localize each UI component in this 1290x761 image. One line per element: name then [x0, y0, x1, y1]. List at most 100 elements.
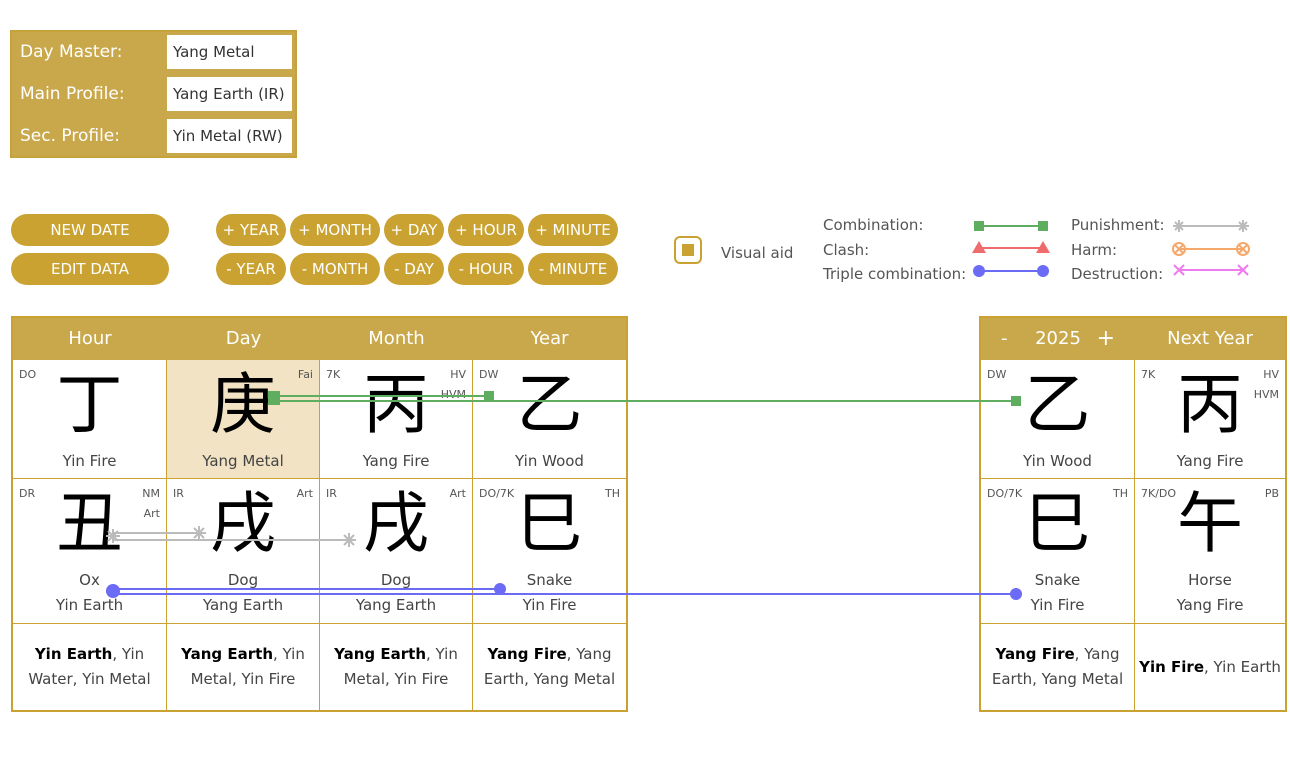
header-year: Year [473, 318, 626, 360]
hidden-stems-text: Yang Earth, Yin Metal, Yin Fire [171, 624, 315, 710]
stem-tag-right-2: HVM [1253, 388, 1279, 401]
branch-tag-right: Art [296, 487, 313, 500]
hidden-stems-year: Yang Fire, Yang Earth, Yang Metal [473, 624, 626, 710]
branch-glyph: 丑 [56, 485, 123, 562]
visual-aid-checkbox[interactable] [674, 236, 702, 264]
branch-animal: Ox [79, 571, 100, 589]
legend-punishment-marker [1173, 220, 1249, 232]
minus-month-button[interactable]: - MONTH [290, 253, 380, 285]
legend-clash-marker [972, 241, 1050, 253]
branch-tag-left: DR [19, 487, 36, 500]
hidden-rest: , Yin Metal, Yin Fire [343, 645, 458, 688]
new-date-button[interactable]: NEW DATE [11, 214, 169, 246]
profile-row-main-profile: Main Profile: Yang Earth (IR) [12, 74, 295, 114]
stem-element: Yin Wood [515, 452, 584, 470]
branch-animal: Snake [1034, 571, 1081, 589]
legend-punishment-label: Punishment: [1071, 216, 1165, 234]
plus-minute-button[interactable]: + MINUTE [528, 214, 618, 246]
annual-pillars-table: - 2025 + Next Year DW 乙 Yin Wood 7K HV H… [979, 316, 1287, 712]
legend-clash-label: Clash: [823, 241, 870, 259]
branch-element: Yin Fire [522, 596, 577, 614]
plus-month-button[interactable]: + MONTH [290, 214, 380, 246]
stem-glyph: 乙 [516, 366, 583, 443]
stem-cell-year[interactable]: DW 乙 Yin Wood [473, 360, 626, 479]
branch-animal: Dog [380, 571, 412, 589]
hidden-main: Yin Earth [34, 645, 113, 663]
legend-combination-marker [974, 221, 1048, 231]
luck-branch-cell-next[interactable]: 7K/DO PB 午 Horse Yang Fire [1135, 479, 1285, 624]
profile-label: Sec. Profile: [20, 126, 120, 146]
stem-cell-day[interactable]: Fai 庚 Yang Metal [167, 360, 320, 479]
stem-cell-month[interactable]: 7K HV HVM 丙 Yang Fire [320, 360, 473, 479]
branch-glyph: 午 [1177, 485, 1243, 562]
legend-triple-label: Triple combination: [823, 265, 967, 283]
edit-data-button[interactable]: EDIT DATA [11, 253, 169, 285]
stem-element: Yang Fire [1176, 452, 1244, 470]
stem-glyph: 丁 [56, 366, 123, 443]
stem-tag-right: Fai [297, 368, 313, 381]
stem-element: Yin Wood [1023, 452, 1092, 470]
branch-element: Yin Earth [55, 596, 124, 614]
triple-combination-lines [106, 583, 1022, 600]
hidden-rest: , Yin Earth [1204, 657, 1281, 676]
minus-minute-button[interactable]: - MINUTE [528, 253, 618, 285]
plus-day-button[interactable]: + DAY [384, 214, 444, 246]
branch-element: Yang Earth [202, 596, 284, 614]
branch-element: Yin Fire [1030, 596, 1085, 614]
stem-element: Yang Fire [362, 452, 430, 470]
branch-glyph: 戌 [363, 485, 429, 562]
stem-tag-right: HV [450, 368, 466, 381]
branch-tag-left: IR [326, 487, 337, 500]
branch-tag-right: Art [449, 487, 466, 500]
profile-row-sec-profile: Sec. Profile: Yin Metal (RW) [12, 116, 295, 156]
stem-tag-left: DW [479, 368, 499, 381]
checkbox-check-icon [682, 244, 694, 256]
stem-glyph: 庚 [210, 366, 276, 443]
minus-year-button[interactable]: - YEAR [216, 253, 286, 285]
legend-triple-marker [973, 265, 1049, 277]
hidden-rest: , Yin Water, Yin Metal [28, 645, 151, 688]
stem-glyph: 丙 [1177, 366, 1243, 443]
header-hour: Hour [13, 318, 167, 360]
legend-harm-marker [1172, 242, 1250, 256]
minus-day-button[interactable]: - DAY [384, 253, 444, 285]
branch-glyph: 戌 [210, 485, 276, 562]
year-increment-button[interactable]: + [1096, 326, 1115, 351]
branch-cell-month[interactable]: IR Art 戌 Dog Yang Earth [320, 479, 473, 624]
luck-stem-cell-next[interactable]: 7K HV HVM 丙 Yang Fire [1135, 360, 1285, 479]
branch-tag-left: DO/7K [987, 487, 1023, 500]
profile-value: Yang Earth (IR) [167, 77, 292, 111]
legend-destruction-label: Destruction: [1071, 265, 1164, 283]
plus-year-button[interactable]: + YEAR [216, 214, 286, 246]
punishment-lines [106, 526, 356, 547]
stem-tag-left: DO [19, 368, 37, 381]
year-decrement-button[interactable]: - [1001, 328, 1008, 349]
hidden-stems-text: Yin Earth, Yin Water, Yin Metal [17, 624, 162, 710]
branch-tag-left: 7K/DO [1141, 487, 1177, 500]
combination-lines [268, 391, 1021, 406]
branch-tag-right-2: Art [143, 507, 160, 520]
minus-hour-button[interactable]: - HOUR [448, 253, 524, 285]
hidden-main: Yang Fire [995, 645, 1075, 663]
branch-cell-year[interactable]: DO/7K TH 巳 Snake Yin Fire [473, 479, 626, 624]
branch-tag-right: TH [605, 487, 620, 500]
profile-value: Yin Metal (RW) [167, 119, 292, 153]
legend-harm-label: Harm: [1071, 241, 1118, 259]
luck-branch-cell-current[interactable]: DO/7K TH 巳 Snake Yin Fire [981, 479, 1135, 624]
branch-glyph: 巳 [516, 485, 583, 562]
branch-cell-hour[interactable]: DR NM Art 丑 Ox Yin Earth [13, 479, 167, 624]
header-current-year: - 2025 + [981, 318, 1135, 360]
stem-cell-hour[interactable]: DO 丁 Yin Fire [13, 360, 167, 479]
branch-tag-right: PB [1264, 487, 1279, 500]
plus-hour-button[interactable]: + HOUR [448, 214, 524, 246]
header-month: Month [320, 318, 473, 360]
branch-cell-day[interactable]: IR Art 戌 Dog Yang Earth [167, 479, 320, 624]
hidden-main: Yang Fire [487, 645, 567, 663]
branch-tag-left: IR [173, 487, 184, 500]
luck-stem-cell-current[interactable]: DW 乙 Yin Wood [981, 360, 1135, 479]
profile-label: Day Master: [20, 42, 123, 62]
stem-tag-left: 7K [1141, 368, 1156, 381]
hidden-main: Yang Earth [181, 645, 274, 663]
branch-animal: Snake [526, 571, 573, 589]
